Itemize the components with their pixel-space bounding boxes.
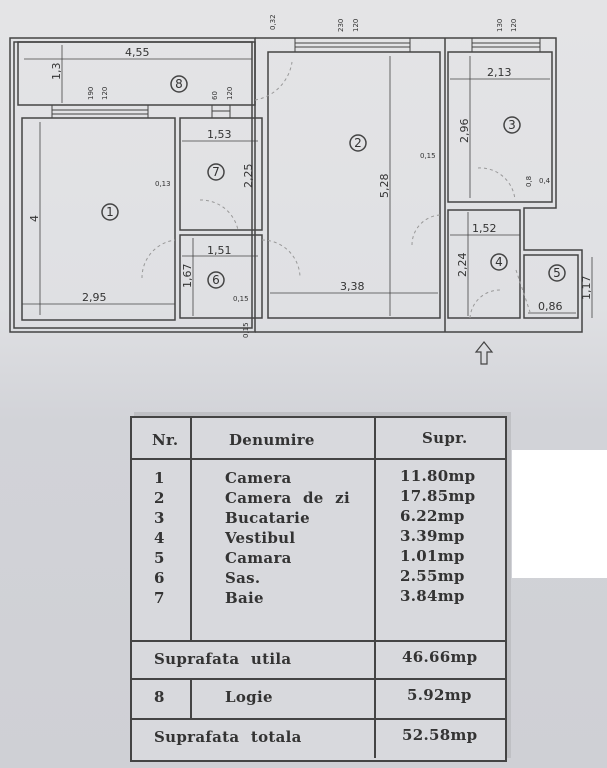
room-number-markers: 1 2 3 4 5 6 7 8 bbox=[101, 75, 566, 289]
row-numbers: 1 2 3 4 5 6 7 bbox=[154, 468, 165, 608]
row-5-area: 1.01mp bbox=[400, 547, 465, 565]
room-2 bbox=[267, 51, 441, 319]
room-number-8: 8 bbox=[175, 77, 183, 91]
window-2-height: 120 bbox=[352, 19, 360, 32]
room-6 bbox=[179, 234, 263, 319]
row-2-area: 17.85mp bbox=[400, 487, 476, 505]
room-number-3: 3 bbox=[508, 118, 516, 132]
dim-r1-width: 2,95 bbox=[82, 291, 107, 304]
row-4-area: 3.39mp bbox=[400, 527, 465, 545]
room-number-5: 5 bbox=[553, 266, 561, 280]
row-5-name: Camara bbox=[225, 549, 292, 567]
row-6-area: 2.55mp bbox=[400, 567, 465, 585]
dimension-lines bbox=[22, 45, 593, 318]
row-1-area: 11.80mp bbox=[400, 467, 476, 485]
row-5-nr: 5 bbox=[154, 549, 165, 567]
window-1-height: 120 bbox=[101, 87, 109, 100]
room-number-2: 2 bbox=[354, 136, 362, 150]
row-7-area: 3.84mp bbox=[400, 587, 465, 605]
room-5 bbox=[523, 254, 579, 319]
window-7-height: 120 bbox=[226, 87, 234, 100]
row-6-nr: 6 bbox=[154, 569, 165, 587]
window-room-1 bbox=[51, 104, 149, 119]
dim-r1-height: 4 bbox=[28, 215, 41, 222]
dim-r2-wall: 0,15 bbox=[420, 152, 436, 160]
dim-r2-height: 5,28 bbox=[378, 174, 391, 199]
room-number-6: 6 bbox=[212, 273, 220, 287]
row-1-nr: 1 bbox=[154, 469, 165, 487]
window-room-7 bbox=[211, 104, 231, 119]
window-7-width: 60 bbox=[211, 91, 219, 100]
window-3-height: 120 bbox=[510, 19, 518, 32]
row-6-name: Sas. bbox=[225, 569, 261, 587]
row-1-name: Camera bbox=[225, 469, 292, 487]
row-3-nr: 3 bbox=[154, 509, 165, 527]
dim-r3-width: 2,13 bbox=[487, 66, 512, 79]
area-table: Nr. Denumire Supr. 1 2 3 4 5 6 7 Camera … bbox=[130, 416, 507, 762]
window-1-width: 190 bbox=[87, 87, 95, 100]
row-4-nr: 4 bbox=[154, 529, 165, 547]
room-number-4: 4 bbox=[495, 255, 503, 269]
total-area-label: Suprafata totala bbox=[154, 728, 302, 746]
header-name: Denumire bbox=[229, 431, 315, 449]
entrance-arrow-icon bbox=[474, 341, 494, 365]
room-number-1: 1 bbox=[106, 205, 114, 219]
door-swings bbox=[141, 61, 531, 319]
dim-r5-height: 1,17 bbox=[580, 276, 593, 301]
row-2-name: Camera de zi bbox=[225, 489, 350, 507]
window-2-width: 230 bbox=[337, 19, 345, 32]
dim-r3-height: 2,96 bbox=[458, 119, 471, 144]
header-nr: Nr. bbox=[152, 431, 179, 449]
row-names: Camera Camera de zi Bucatarie Vestibul C… bbox=[225, 468, 350, 608]
dim-r3-a: 0,8 bbox=[525, 176, 533, 187]
dim-r4-width: 1,52 bbox=[472, 222, 497, 235]
dim-door-top: 0,32 bbox=[269, 14, 277, 30]
dim-loggia-length: 4,55 bbox=[125, 46, 150, 59]
dim-r5-width: 0,86 bbox=[538, 300, 563, 313]
dim-r6-a: 0,15 bbox=[233, 295, 249, 303]
dim-r7-width: 1,53 bbox=[207, 128, 232, 141]
useful-area-value: 46.66mp bbox=[402, 648, 478, 666]
header-area: Supr. bbox=[422, 429, 468, 447]
logia-nr: 8 bbox=[154, 688, 165, 706]
redaction-box bbox=[512, 450, 607, 578]
row-areas: 11.80mp 17.85mp 6.22mp 3.39mp 1.01mp 2.5… bbox=[400, 466, 475, 606]
dim-r3-b: 0,4 bbox=[539, 177, 551, 185]
dim-r7-height: 2,25 bbox=[242, 164, 255, 189]
dim-r6-b: 0,15 bbox=[242, 322, 250, 338]
window-room-3 bbox=[471, 37, 541, 53]
dim-r7-wall: 0,13 bbox=[155, 180, 171, 188]
dim-r2-width: 3,38 bbox=[340, 280, 365, 293]
window-3-width: 130 bbox=[496, 19, 504, 32]
useful-area-label: Suprafata utila bbox=[154, 650, 292, 668]
row-2-nr: 2 bbox=[154, 489, 165, 507]
row-3-name: Bucatarie bbox=[225, 509, 310, 527]
room-1 bbox=[21, 117, 176, 321]
dim-loggia-depth: 1,3 bbox=[50, 63, 63, 81]
row-7-nr: 7 bbox=[154, 589, 165, 607]
logia-value: 5.92mp bbox=[407, 686, 472, 704]
dim-r4-height: 2,24 bbox=[456, 253, 469, 278]
room-number-7: 7 bbox=[212, 165, 220, 179]
window-room-2 bbox=[294, 37, 411, 53]
row-3-area: 6.22mp bbox=[400, 507, 465, 525]
dim-r6-width: 1,51 bbox=[207, 244, 232, 257]
dim-r6-height: 1,67 bbox=[181, 264, 194, 289]
room-4 bbox=[447, 209, 521, 319]
row-7-name: Baie bbox=[225, 589, 264, 607]
row-4-name: Vestibul bbox=[225, 529, 296, 547]
total-area-value: 52.58mp bbox=[402, 726, 478, 744]
floor-plan: 1 2 3 4 5 6 7 8 4,55 1,3 2,95 4 1,53 2,2… bbox=[9, 14, 593, 365]
logia-name: Logie bbox=[225, 688, 273, 706]
